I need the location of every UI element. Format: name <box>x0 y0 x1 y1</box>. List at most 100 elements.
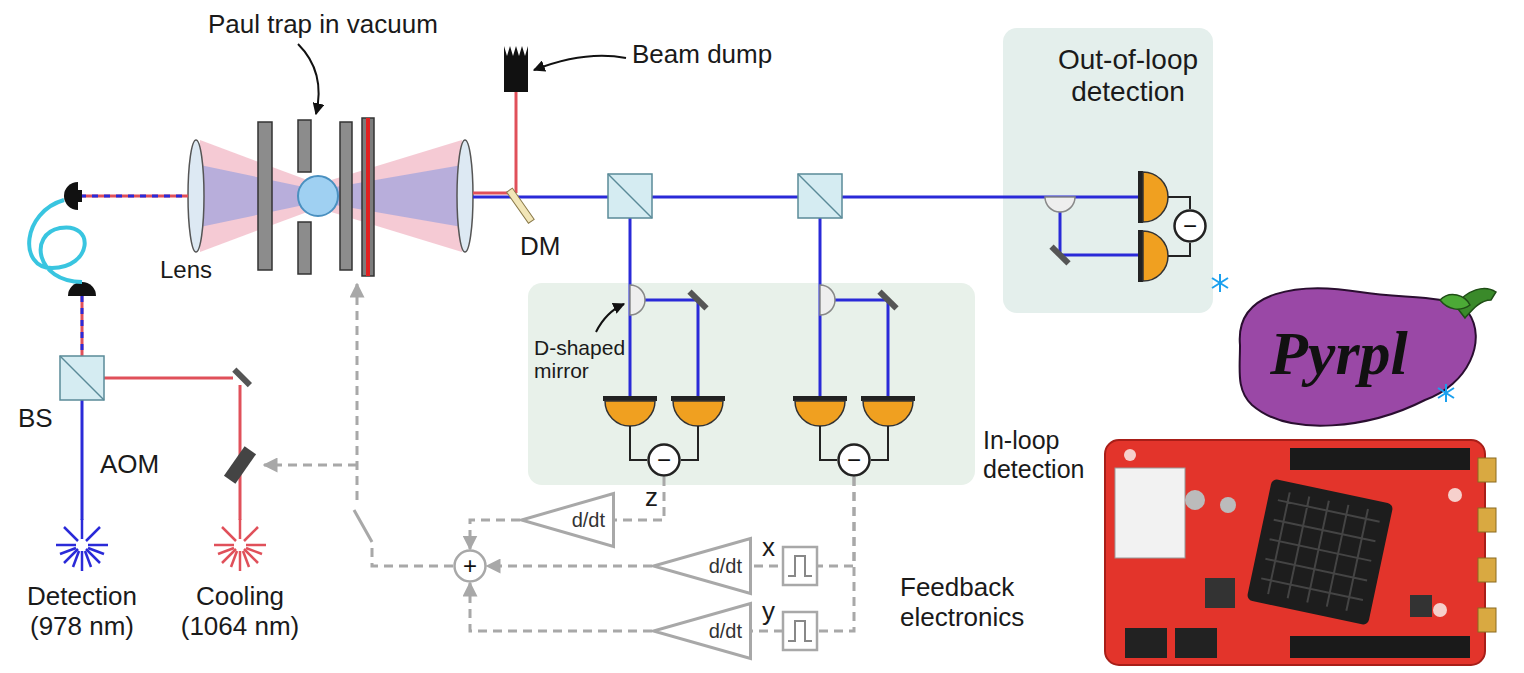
section-label: Feedback electronics <box>900 572 1024 632</box>
bandpass-filter <box>783 547 817 585</box>
photodetector <box>1143 172 1168 222</box>
beam-splitter-cube <box>60 356 104 400</box>
text-holder: In-loop detection <box>983 426 1103 484</box>
laser-source <box>73 551 79 567</box>
red-pitaya-board <box>1433 603 1447 617</box>
feedback-wire <box>264 284 453 566</box>
beam-splitter-cube <box>60 174 842 400</box>
text-holder: z <box>645 484 658 510</box>
triangle-outline <box>654 539 751 594</box>
sparkle <box>1438 388 1454 398</box>
lens <box>188 140 473 252</box>
subtractor-circle: − <box>837 443 871 477</box>
mirror <box>687 289 708 310</box>
photodetector <box>1143 231 1168 281</box>
fiber-coupler <box>78 190 82 202</box>
red-pitaya-board <box>1448 488 1462 502</box>
laser-beam <box>697 300 700 396</box>
text-holder: Cooling (1064 nm) <box>165 582 315 642</box>
photodetector <box>603 171 1168 426</box>
laser-source <box>239 519 242 539</box>
text-holder: − <box>647 443 681 477</box>
laser-beam <box>887 300 890 396</box>
text-holder: DM <box>520 232 560 262</box>
panel-heading: Out-of-loop detection <box>1058 44 1198 107</box>
trap-electrode <box>258 118 374 276</box>
signal-connector <box>470 520 520 549</box>
text-holder: − <box>1173 209 1207 243</box>
circle-outline <box>455 551 486 582</box>
red-pitaya-board <box>1175 628 1217 658</box>
text-holder: AOM <box>100 450 159 480</box>
laser-source <box>56 544 76 547</box>
signal-connector <box>752 477 854 631</box>
triangle-outline <box>522 494 614 547</box>
leader-arrow <box>298 44 626 332</box>
text-holder: Beam dump <box>632 40 772 70</box>
laser-label: Detection (978 nm) <box>27 581 137 641</box>
red-pitaya-board <box>1124 449 1136 461</box>
signal-name: x <box>762 532 775 562</box>
summing-junction: + <box>453 549 487 583</box>
part-label: Paul trap in vacuum <box>208 9 438 39</box>
laser-source <box>243 551 249 567</box>
trap-electrode <box>258 122 272 270</box>
laser-label: Cooling (1064 nm) <box>181 581 300 641</box>
panel-heading: In-loop detection <box>983 426 1084 483</box>
laser-source <box>231 551 237 567</box>
feedback-wire <box>372 542 453 566</box>
laser-beam <box>81 296 84 356</box>
pyrpl-logo <box>1240 288 1476 425</box>
red-pitaya-board <box>1220 497 1236 513</box>
text-holder: y <box>762 598 775 624</box>
laser-source <box>246 544 266 547</box>
bandpass-filter <box>788 621 812 641</box>
beam-dump <box>504 46 528 92</box>
laser-beam <box>515 92 518 193</box>
d-shaped-mirror <box>630 285 645 315</box>
laser-beam <box>80 92 1138 520</box>
text-holder: Feedback electronics <box>900 573 1060 633</box>
operator-symbol: + <box>463 554 477 578</box>
trap-electrode <box>298 222 311 274</box>
text-holder: Paul trap in vacuum <box>208 10 438 40</box>
red-pitaya-board <box>1185 490 1205 510</box>
red-pitaya-board <box>1105 440 1496 665</box>
red-pitaya-board <box>1246 478 1393 625</box>
part-label: BS <box>18 403 53 433</box>
subtractor-circle: − <box>647 443 681 477</box>
red-pitaya-board <box>1205 578 1235 608</box>
red-pitaya-board <box>1105 440 1485 665</box>
sparkle <box>1212 274 1454 402</box>
red-pitaya-board <box>1290 448 1470 470</box>
laser-source <box>222 527 236 541</box>
text-holder: + <box>453 549 487 583</box>
beam-splitter-cube <box>798 174 842 218</box>
circle-outline <box>649 445 680 476</box>
red-pitaya-board <box>1478 508 1496 532</box>
laser-source <box>244 527 258 541</box>
signal-connector <box>470 583 652 631</box>
bandpass-filter <box>788 556 812 576</box>
panel-ground <box>1003 28 1213 313</box>
text-holder: BS <box>18 404 53 434</box>
red-pitaya-board <box>1258 490 1381 613</box>
detector-wire <box>1168 197 1190 209</box>
detector-wire <box>630 197 1190 460</box>
lens <box>188 140 204 252</box>
laser-source <box>88 544 108 547</box>
red-pitaya-board <box>1478 608 1496 632</box>
text-holder: d/dt <box>652 602 752 660</box>
beam-cone <box>200 140 462 252</box>
laser-beam <box>80 195 188 198</box>
detection-panel: In-loop detection−− <box>528 283 975 485</box>
signal-connector <box>487 565 652 568</box>
laser-source <box>239 551 242 571</box>
differentiator-triangle: d/dt <box>652 602 752 660</box>
laser-source <box>214 544 234 547</box>
text-holder: d/dt <box>520 492 615 548</box>
differentiator-triangle: d/dt <box>652 537 752 595</box>
laser-source <box>218 548 234 554</box>
beam-dump <box>504 46 528 56</box>
leader-arrow <box>534 56 626 70</box>
